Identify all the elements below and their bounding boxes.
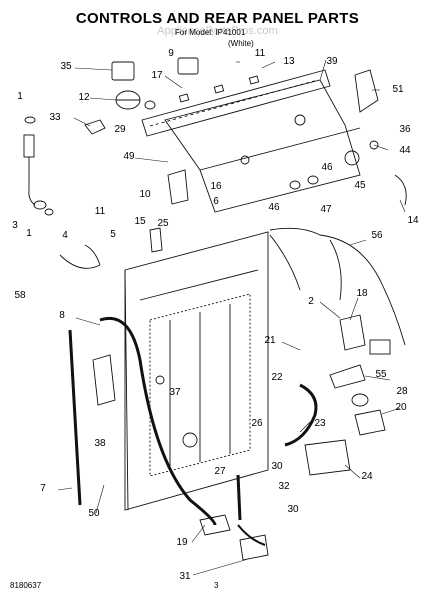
callout-10: 10 [139, 189, 151, 200]
callout-38: 38 [94, 438, 106, 449]
callout-47: 47 [320, 204, 332, 215]
callout-5: 5 [110, 229, 116, 240]
callout-20: 20 [395, 402, 407, 413]
callout-15: 15 [134, 216, 146, 227]
wire-harness [269, 174, 407, 355]
knobs [167, 69, 379, 205]
callout-7: 7 [40, 483, 46, 494]
callout-58: 58 [14, 290, 26, 301]
hoses [68, 317, 318, 546]
callout-11: 11 [94, 206, 106, 217]
callout-39: 39 [326, 56, 338, 67]
callout-25: 25 [157, 218, 169, 229]
watermark: AppliancePartsPros.com [157, 25, 278, 37]
callout-31: 31 [179, 571, 191, 582]
callout-9: 9 [168, 48, 174, 59]
callout-55: 55 [375, 369, 387, 380]
callout-2: 2 [308, 296, 314, 307]
callout-36: 36 [399, 124, 411, 135]
timer-assembly [111, 57, 199, 110]
callout-33: 33 [49, 112, 61, 123]
side-brackets [92, 227, 366, 406]
callout-23: 23 [314, 418, 326, 429]
callout-18: 18 [356, 288, 368, 299]
callout-30: 30 [271, 461, 283, 472]
callout-29: 29 [114, 124, 126, 135]
callout-11: 11 [254, 48, 266, 59]
callout-8: 8 [59, 310, 65, 321]
callout-13: 13 [283, 56, 295, 67]
callout-21: 21 [264, 335, 276, 346]
callout-56: 56 [371, 230, 383, 241]
pump-assembly [199, 393, 386, 561]
model-label: For Model: IP41001 [175, 28, 246, 37]
small-parts-left [23, 116, 106, 269]
callout-37: 37 [169, 387, 181, 398]
document-number: 8180637 [10, 581, 42, 590]
callout-16: 16 [210, 181, 222, 192]
callout-46: 46 [321, 162, 333, 173]
diagram-title: CONTROLS AND REAR PANEL PARTS [75, 10, 360, 27]
callout-19: 19 [176, 537, 188, 548]
callout-26: 26 [251, 418, 263, 429]
leader-lines [57, 59, 406, 576]
rear-panel [124, 231, 269, 511]
callout-3: 3 [12, 220, 18, 231]
callout-6: 6 [213, 196, 219, 207]
callout-44: 44 [399, 145, 411, 156]
variant-label: (White) [228, 39, 254, 48]
callout-17: 17 [151, 70, 163, 81]
callout-12: 12 [78, 92, 90, 103]
console-back [164, 79, 361, 213]
callout-1: 1 [26, 228, 32, 239]
callout-50: 50 [88, 508, 100, 519]
callout-24: 24 [361, 471, 373, 482]
callout-46: 46 [268, 202, 280, 213]
callout-35: 35 [60, 61, 72, 72]
callout-27: 27 [214, 466, 226, 477]
callout-4: 4 [62, 230, 68, 241]
callout-49: 49 [123, 151, 135, 162]
callout-1: 1 [17, 91, 23, 102]
callout-45: 45 [354, 180, 366, 191]
callout-51: 51 [392, 84, 404, 95]
callout-22: 22 [271, 372, 283, 383]
callout-32: 32 [278, 481, 290, 492]
page-number: 3 [214, 581, 219, 590]
callout-14: 14 [407, 215, 419, 226]
callout-28: 28 [396, 386, 408, 397]
callout-30: 30 [287, 504, 299, 515]
